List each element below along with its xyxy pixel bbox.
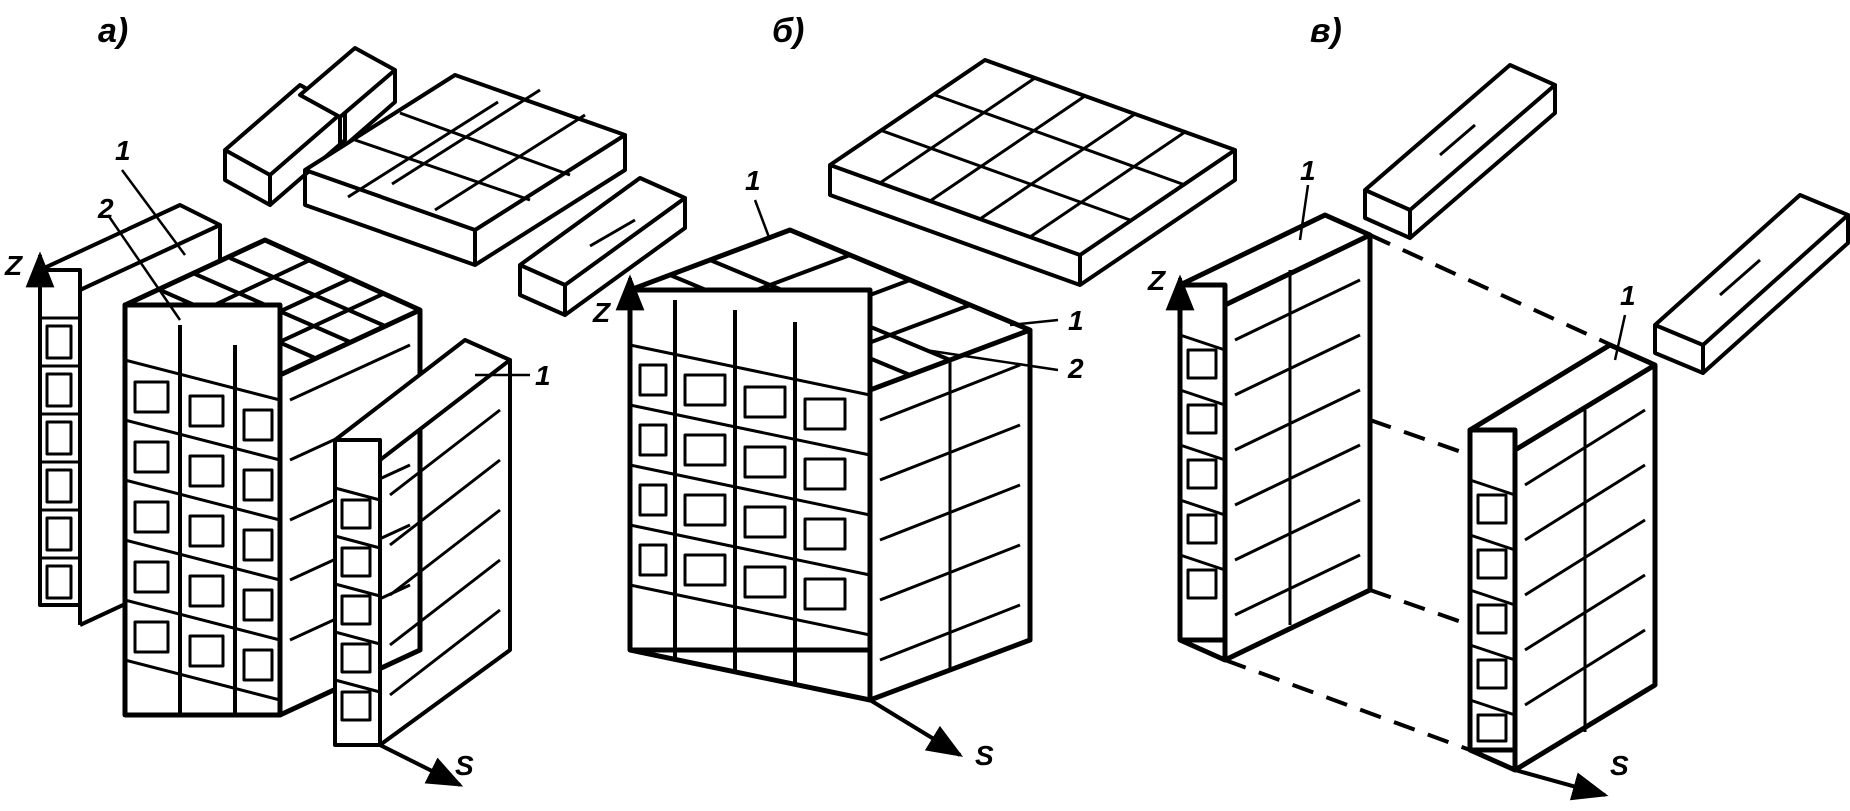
panel-v: в) <box>1147 12 1850 801</box>
panel-b-marker-2: 2 <box>1067 353 1084 384</box>
panel-b-main-block <box>627 227 1033 703</box>
panel-v-marker-1-left: 1 <box>1300 155 1316 186</box>
panel-a-z-label: Z <box>4 250 23 281</box>
panel-a-marker-1-right: 1 <box>535 360 551 391</box>
panel-b-leaders <box>753 199 1059 372</box>
panel-v-marker-1-right: 1 <box>1620 280 1636 311</box>
panel-b-axes <box>615 274 964 757</box>
panel-v-label: в) <box>1310 12 1342 50</box>
panel-b: б) <box>592 12 1237 771</box>
panel-b-s-label: S <box>975 740 994 771</box>
panel-a-label: а) <box>98 12 128 50</box>
panel-v-s-axis <box>1514 768 1609 801</box>
panel-a-lid-groups <box>223 46 687 317</box>
panel-a: а) <box>4 12 687 787</box>
panel-a-s-label: S <box>455 750 474 781</box>
panel-b-s-axis <box>868 698 964 757</box>
panel-v-axes <box>1165 274 1609 801</box>
panel-v-s-label: S <box>1610 750 1629 781</box>
panel-a-axes <box>25 251 464 787</box>
panel-a-s-axis <box>379 743 464 787</box>
panel-v-z-label: Z <box>1147 265 1166 296</box>
panel-v-left-wall <box>1177 212 1373 663</box>
panel-v-lids <box>1363 63 1850 375</box>
panel-b-marker-1-right: 1 <box>1068 305 1084 336</box>
panel-v-dashed-links <box>1224 233 1656 752</box>
panel-v-right-wall <box>1467 342 1658 773</box>
panel-b-z-label: Z <box>592 297 611 328</box>
panel-a-marker-1-top: 1 <box>115 135 131 166</box>
panel-b-marker-1-top: 1 <box>745 165 761 196</box>
panel-b-label: б) <box>772 12 804 50</box>
panel-a-right-column <box>333 338 512 747</box>
panel-v-leaders <box>1298 184 1627 361</box>
panel-a-main-block <box>122 237 423 718</box>
panel-a-leaders <box>106 169 530 377</box>
panel-b-lid <box>828 58 1237 287</box>
panel-a-marker-2: 2 <box>97 193 114 224</box>
